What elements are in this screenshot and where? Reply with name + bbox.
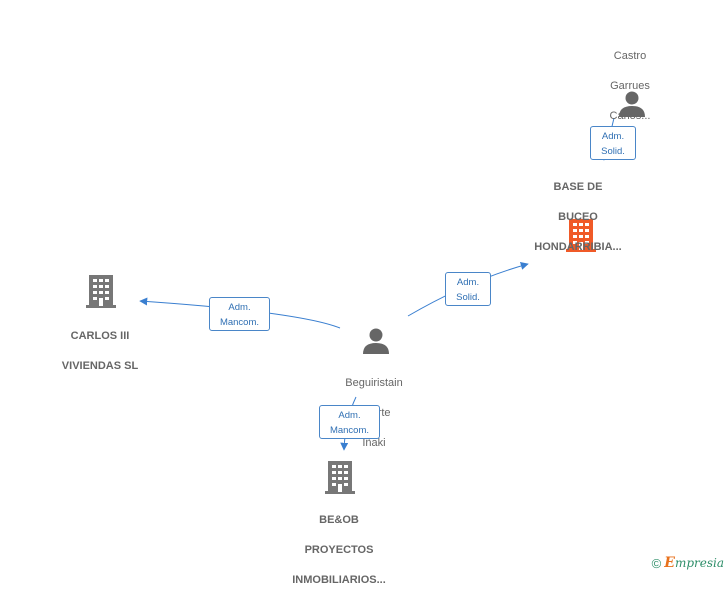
node-label-line: BUCEO xyxy=(558,211,598,223)
edge-badge-beguiristain-beob[interactable]: Adm. Mancom. xyxy=(319,405,380,439)
building-icon[interactable] xyxy=(84,273,118,309)
edge-badge-beguiristain-base[interactable]: Adm. Solid. xyxy=(445,272,491,306)
edge-badge-line: Mancom. xyxy=(329,425,370,436)
edge-badge-line: Adm. xyxy=(338,410,361,421)
node-label-beob[interactable]: BE&OB PROYECTOS INMOBILIARIOS... xyxy=(274,498,404,603)
node-label-line: Castro xyxy=(613,50,647,62)
edge-badge-line: Adm. xyxy=(601,131,625,142)
edge-badge-line: Adm. xyxy=(456,277,480,288)
copyright-icon: © xyxy=(651,555,662,571)
node-label-line: Iñaki xyxy=(362,437,386,449)
edge-badge-line: Solid. xyxy=(601,146,625,157)
node-label-line: Garrues xyxy=(610,80,650,92)
edge-badge-line: Adm. xyxy=(228,302,251,313)
node-label-line: CARLOS III xyxy=(70,330,130,342)
node-label-line: INMOBILIARIOS... xyxy=(292,574,386,586)
brand-initial: E xyxy=(664,555,675,571)
node-label-castro[interactable]: Castro Garrues Carlos... xyxy=(580,34,680,139)
edge-badge-castro-base[interactable]: Adm. Solid. xyxy=(590,126,636,160)
building-icon[interactable] xyxy=(323,459,357,495)
node-label-line: VIVIENDAS SL xyxy=(61,360,139,372)
node-label-line: HONDARRIBIA... xyxy=(534,241,622,253)
node-label-line: Carlos... xyxy=(609,110,651,122)
edge-badge-beguiristain-carlos3[interactable]: Adm. Mancom. xyxy=(209,297,270,331)
edge-badge-line: Solid. xyxy=(456,292,480,303)
brand-footer: © Empresia xyxy=(652,555,724,571)
person-icon[interactable] xyxy=(617,89,647,119)
node-label-line: BASE DE xyxy=(553,181,603,193)
person-icon[interactable] xyxy=(361,326,391,356)
brand-logo[interactable]: Empresia xyxy=(664,555,724,571)
node-label-line: BE&OB xyxy=(319,514,359,526)
node-label-carlos3[interactable]: CARLOS III VIVIENDAS SL xyxy=(40,314,160,389)
node-label-line: Beguiristain xyxy=(345,377,403,389)
node-label-base[interactable]: BASE DE BUCEO HONDARRIBIA... xyxy=(518,165,638,270)
edge-badge-line: Mancom. xyxy=(219,317,260,328)
node-label-line: PROYECTOS xyxy=(304,544,374,556)
building-icon[interactable] xyxy=(564,217,598,253)
brand-name: mpresia xyxy=(674,556,724,570)
